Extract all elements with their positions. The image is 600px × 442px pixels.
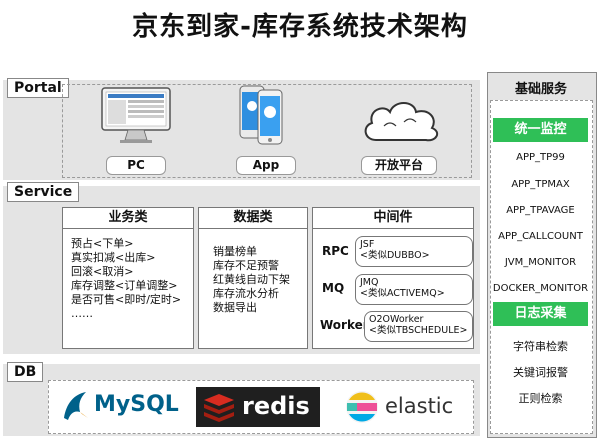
page-title: 京东到家-库存系统技术架构 xyxy=(132,12,468,42)
business-line: 库存调整<订单调整> xyxy=(71,279,178,292)
monitor-item: JVM_MONITOR xyxy=(504,257,577,268)
pc-monitor-icon xyxy=(100,86,172,144)
portal-item-open-platform: 开放平台 xyxy=(361,156,437,175)
service-business-title: 业务类 xyxy=(63,208,193,229)
elastic-logo: elastic xyxy=(345,388,470,428)
middleware-worker-box: O2OWorker <类似TBSCHEDULE> xyxy=(364,311,473,342)
redis-cube-icon xyxy=(204,394,234,422)
data-line: 库存不足预警 xyxy=(213,259,279,272)
middleware-rpc-desc: <类似DUBBO> xyxy=(360,250,430,261)
business-line: …… xyxy=(71,307,93,320)
monitor-item: APP_TPAVAGE xyxy=(506,205,575,216)
portal-label: Portal xyxy=(7,78,69,98)
cloud-icon xyxy=(360,96,442,148)
middleware-rpc-name: JSF xyxy=(360,239,375,250)
db-label: DB xyxy=(7,362,44,382)
portal-item-open-platform-label: 开放平台 xyxy=(374,158,423,172)
service-label: Service xyxy=(7,182,80,202)
elastic-icon xyxy=(346,391,378,423)
data-line: 数据导出 xyxy=(213,301,257,314)
business-line: 是否可售<即时/定时> xyxy=(71,293,182,306)
middleware-rpc-box: JSF <类似DUBBO> xyxy=(355,236,473,267)
mysql-logo: MySQL xyxy=(60,386,192,428)
middleware-mq-label: MQ xyxy=(322,281,345,295)
redis-logo-text: redis xyxy=(242,392,310,420)
logs-item: 字符串检索 xyxy=(513,340,568,353)
base-services-title: 基础服务 xyxy=(514,82,567,97)
portal-item-pc: PC xyxy=(106,156,166,175)
monitor-item: APP_TPMAX xyxy=(511,179,570,190)
business-line: 回滚<取消> xyxy=(71,265,134,278)
service-business-panel: 业务类 预占<下单> 真实扣减<出库> 回滚<取消> 库存调整<订单调整> 是否… xyxy=(62,207,194,349)
logs-item: 关键词报警 xyxy=(513,366,568,379)
monitor-item: APP_TP99 xyxy=(516,152,565,163)
dolphin-icon xyxy=(64,392,88,420)
middleware-worker-label: Worker xyxy=(320,318,369,332)
business-line: 预占<下单> xyxy=(71,237,134,250)
middleware-mq-desc: <类似ACTIVEMQ> xyxy=(360,288,445,299)
middleware-rpc-label: RPC xyxy=(322,244,349,258)
middleware-mq-name: JMQ xyxy=(360,277,379,288)
monitor-title: 统一监控 xyxy=(493,118,588,142)
elastic-logo-text: elastic xyxy=(385,394,454,418)
middleware-worker-name: O2OWorker xyxy=(369,314,424,325)
data-line: 库存流水分析 xyxy=(213,287,279,300)
redis-logo: redis xyxy=(196,387,320,427)
monitor-item: DOCKER_MONITOR xyxy=(492,283,589,294)
middleware-worker-desc: <类似TBSCHEDULE> xyxy=(369,325,468,336)
monitor-item: APP_CALLCOUNT xyxy=(498,231,583,242)
logs-item: 正则检索 xyxy=(518,392,563,405)
service-data-panel: 数据类 销量榜单 库存不足预警 红黄线自动下架 库存流水分析 数据导出 xyxy=(198,207,308,349)
portal-item-app: App xyxy=(236,156,296,175)
portal-item-app-label: App xyxy=(252,158,280,172)
middleware-mq-box: JMQ <类似ACTIVEMQ> xyxy=(355,274,473,305)
business-line: 真实扣减<出库> xyxy=(71,251,156,264)
base-services-area xyxy=(490,100,593,434)
portal-area xyxy=(62,84,472,178)
data-line: 销量榜单 xyxy=(213,245,257,258)
data-line: 红黄线自动下架 xyxy=(213,273,290,286)
service-data-title: 数据类 xyxy=(199,208,307,229)
phone-app-icon xyxy=(236,84,286,148)
service-middleware-title: 中间件 xyxy=(313,208,473,229)
portal-item-pc-label: PC xyxy=(127,158,145,172)
mysql-logo-text: MySQL xyxy=(94,392,179,417)
logs-title: 日志采集 xyxy=(493,302,588,326)
